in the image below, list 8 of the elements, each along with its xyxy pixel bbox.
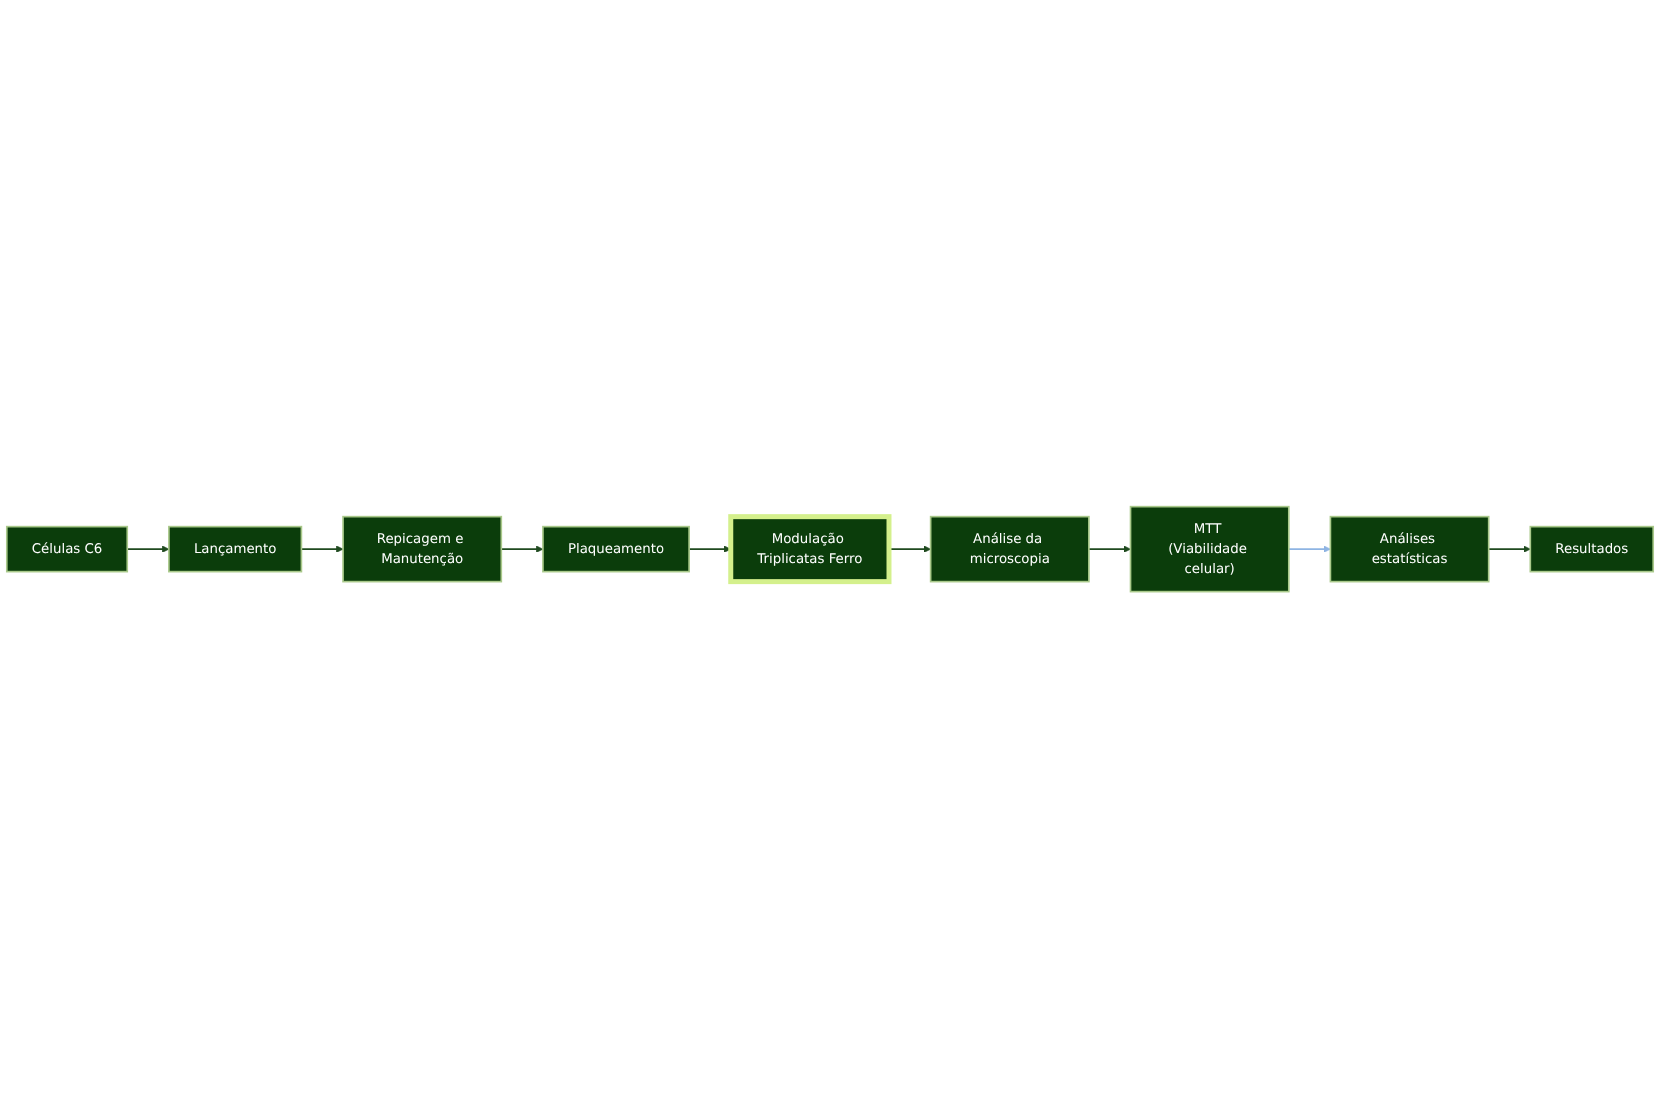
arrow bbox=[1088, 546, 1131, 554]
arrow bbox=[500, 546, 544, 554]
arrow bbox=[888, 546, 931, 554]
arrow bbox=[1487, 546, 1531, 554]
arrow bbox=[126, 546, 170, 554]
arrow bbox=[688, 546, 732, 554]
arrow bbox=[300, 546, 344, 554]
arrow bbox=[1287, 546, 1331, 554]
